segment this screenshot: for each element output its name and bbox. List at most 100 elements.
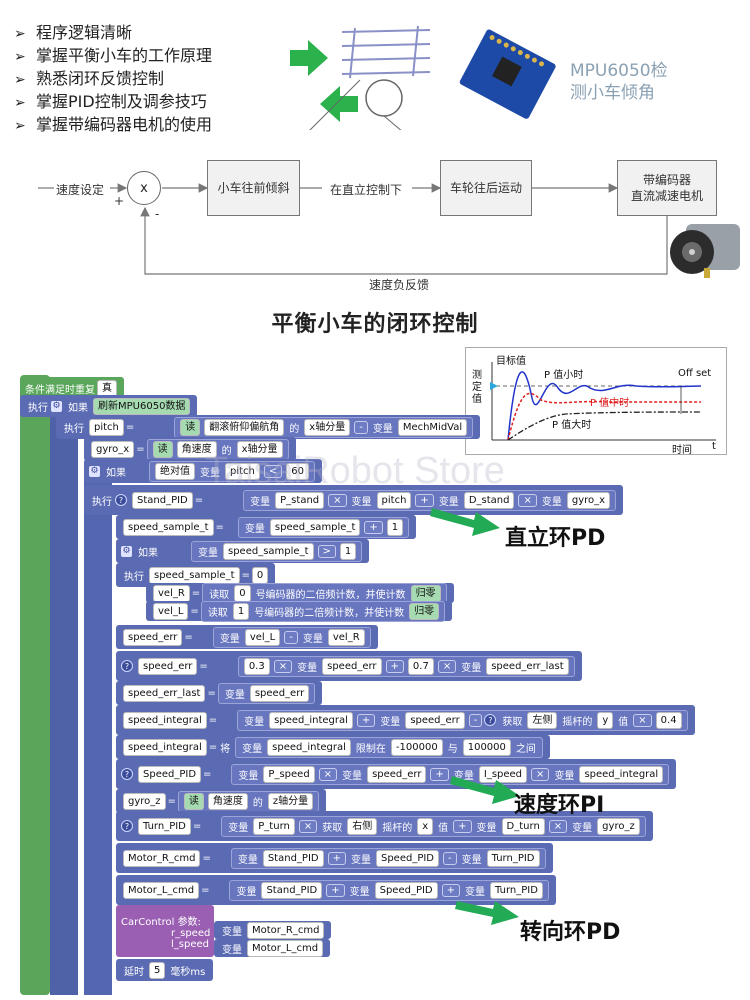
t-label: t (712, 441, 716, 452)
help-icon[interactable]: ? (115, 494, 127, 506)
control-loop-lines (38, 183, 668, 275)
bullet-item: ➢掌握PID控制及调参技巧 (14, 91, 212, 114)
bullet-arrow-icon: ➢ (14, 72, 26, 88)
backward-arrow-icon (320, 86, 358, 122)
motor-block: 带编码器 直流减速电机 (617, 160, 717, 216)
help-icon[interactable]: ? (121, 820, 133, 832)
minus-sign: - (155, 207, 160, 221)
bullet-arrow-icon: ➢ (14, 118, 26, 134)
wheel-move-block: 车轮往后运动 (440, 160, 532, 216)
offset-label: Off set (678, 368, 712, 379)
wheel-icon (365, 79, 403, 117)
turn-callout-arrow-icon (455, 901, 519, 925)
time-label: 时间 (672, 445, 692, 456)
if-refresh-row[interactable]: 执行⚙如果刷新MPU6050数据 (20, 395, 198, 417)
bullet-arrow-icon: ➢ (14, 49, 26, 65)
stand-pid-var[interactable]: Stand_PID (132, 491, 193, 509)
p-mid-label: P 值中时 (590, 398, 630, 409)
balance-cart-illustration (290, 25, 556, 130)
mpu6050-board-icon (459, 29, 556, 119)
motor-icon (670, 224, 740, 278)
watermark: TaisaiRobot Store (205, 450, 505, 492)
feature-list: ➢程序逻辑清晰 ➢掌握平衡小车的工作原理 ➢熟悉闭环反馈控制 ➢掌握PID控制及… (14, 22, 212, 137)
help-icon[interactable]: ? (121, 768, 133, 780)
pid-response-inset: 目标值 测 定 值 P 值小时 P 值中时 P 值大时 Off set 时间 t (465, 347, 727, 456)
bullet-arrow-icon: ➢ (14, 95, 26, 111)
bullet-item: ➢掌握平衡小车的工作原理 (14, 45, 212, 68)
loop-block-body[interactable] (20, 375, 50, 995)
refresh-mpu-block[interactable]: 刷新MPU6050数据 (93, 397, 191, 415)
upright-callout-arrow-icon (430, 508, 500, 536)
bullet-arrow-icon: ➢ (14, 26, 26, 42)
speed-setpoint-label: 速度设定 (56, 183, 105, 197)
turn-loop-callout: 转向环PD (520, 920, 621, 945)
help-icon[interactable]: ? (484, 714, 497, 726)
cart-frame-icon (341, 25, 431, 79)
page-title: 平衡小车的闭环控制 (271, 312, 479, 337)
speed-callout-arrow-icon (450, 776, 520, 804)
loop-condition[interactable]: 真 (97, 379, 117, 397)
help-icon[interactable]: ? (121, 660, 133, 672)
if-abs-block-body[interactable] (84, 465, 112, 995)
settings-icon[interactable]: ⚙ (89, 465, 100, 477)
target-label: 目标值 (496, 356, 526, 367)
upright-control-label: 在直立控制下 (330, 183, 403, 197)
loop-row[interactable]: 条件满足时重复真 (20, 377, 124, 399)
measured-label: 测 定 值 (472, 370, 482, 405)
bullet-item: ➢掌握带编码器电机的使用 (14, 114, 212, 137)
pitch-var[interactable]: pitch (89, 418, 124, 436)
car-control-block[interactable]: CarControl 参数: r_speed l_speed (116, 905, 214, 957)
plus-sign: + (114, 194, 125, 208)
p-small-label: P 值小时 (544, 370, 584, 381)
settings-icon[interactable]: ⚙ (51, 400, 62, 412)
block-program: 条件满足时重复真 执行⚙如果刷新MPU6050数据 执行 pitch= 读翻滚俯… (0, 365, 750, 1000)
p-large-label: P 值大时 (552, 420, 592, 431)
speed-loop-callout: 速度环PI (514, 793, 605, 818)
bullet-item: ➢程序逻辑清晰 (14, 22, 212, 45)
if-block-body[interactable] (50, 405, 78, 995)
bullet-item: ➢熟悉闭环反馈控制 (14, 68, 212, 91)
summing-junction: x (127, 171, 161, 205)
tilt-forward-block: 小车往前倾斜 (207, 160, 300, 216)
upright-loop-callout: 直立环PD (505, 526, 606, 551)
gyro-x-var[interactable]: gyro_x (91, 440, 135, 458)
pid-response-curves (490, 362, 716, 441)
settings-icon[interactable]: ⚙ (121, 545, 132, 557)
